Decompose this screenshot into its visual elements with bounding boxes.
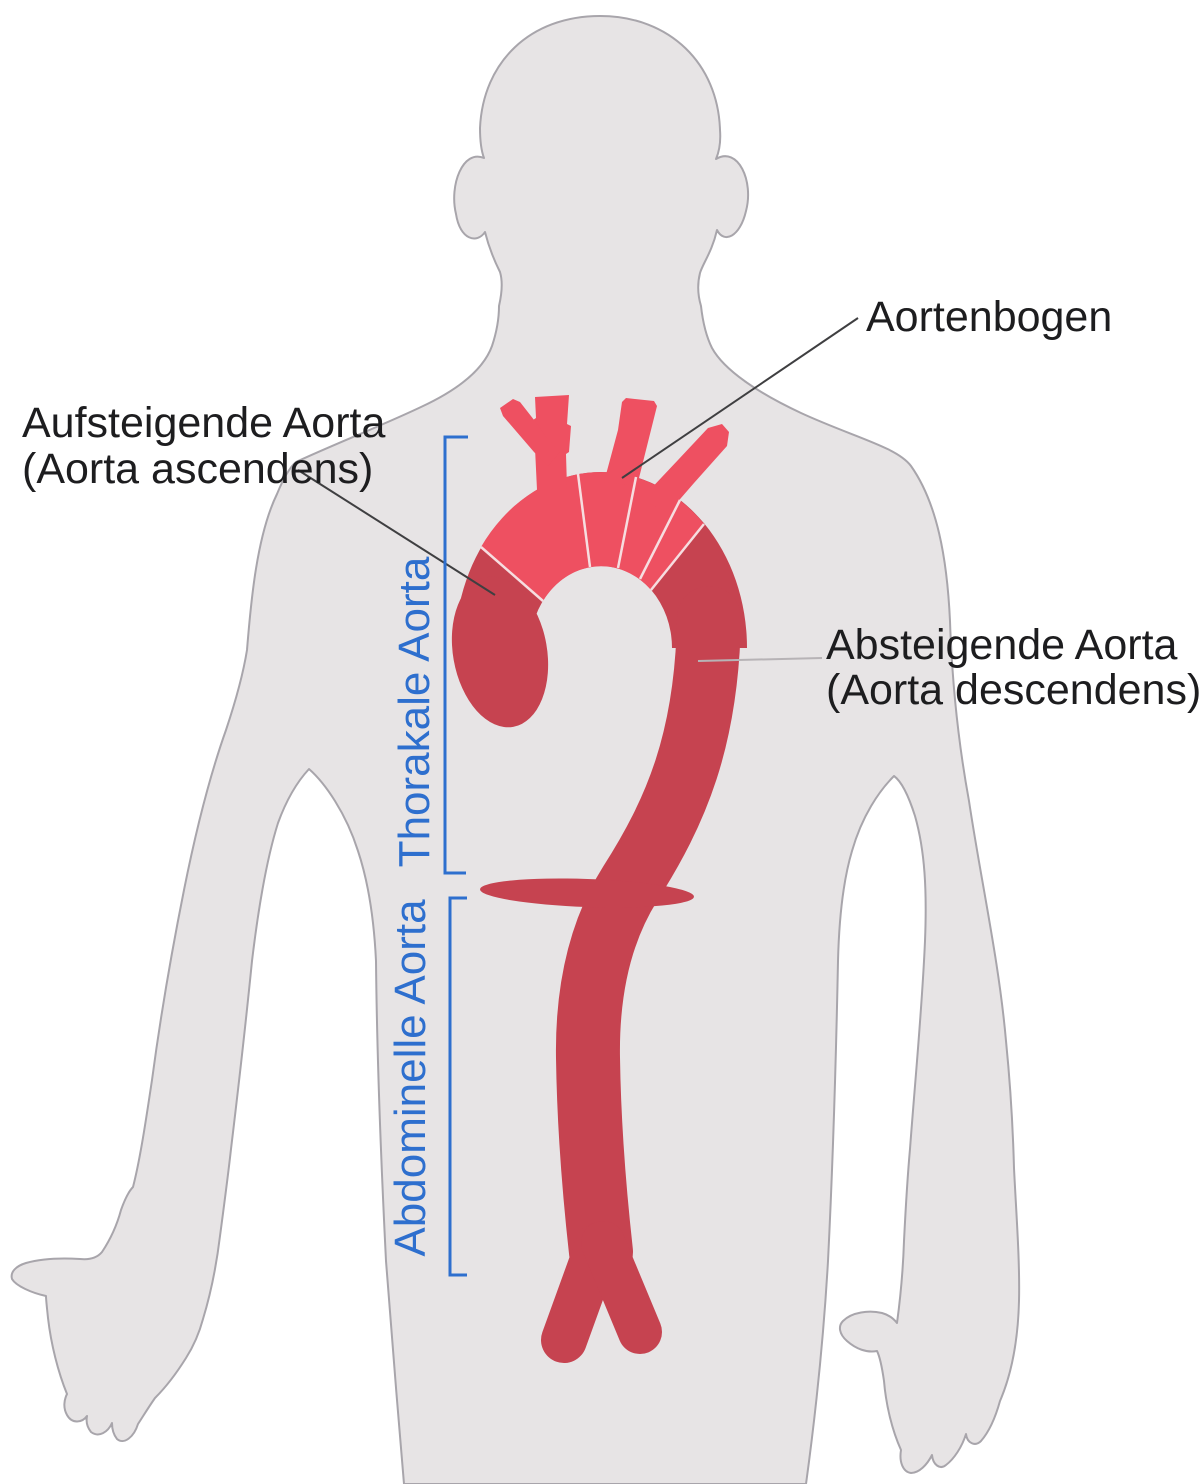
aorta-iliac-right — [581, 1221, 662, 1354]
label-aufsteigende-line1: Aufsteigende Aorta — [22, 399, 385, 447]
aorta-ascending-bulb — [451, 576, 549, 728]
bracket-abdominelle — [448, 896, 467, 1277]
bracket-thorakale — [443, 435, 468, 875]
label-abdominelle-aorta: Abdominelle Aorta — [386, 899, 435, 1257]
leader-line-aufsteigende — [297, 469, 496, 596]
arch-segment-separators — [480, 473, 705, 602]
label-thorakale-aorta: Thorakale Aorta — [390, 556, 439, 867]
label-absteigende-line2: (Aorta descendens) — [826, 666, 1200, 714]
label-absteigende-line1: Absteigende Aorta — [826, 621, 1178, 669]
aorta-branch-brachiocephalic-prong — [500, 399, 560, 466]
aorta-renal-crossing — [480, 878, 694, 908]
leader-line-absteigende — [697, 657, 823, 662]
leader-line-aortenbogen — [621, 317, 859, 479]
aorta-arch-segmented — [481, 472, 704, 601]
aorta-branch-carotid — [604, 398, 657, 486]
aorta-branch-subclavian — [645, 424, 729, 513]
aorta-descending-tube — [555, 586, 741, 1284]
label-aufsteigende-line2: (Aorta ascendens) — [22, 445, 373, 493]
label-aortenbogen: Aortenbogen — [866, 293, 1112, 341]
body-silhouette — [10, 15, 1021, 1484]
